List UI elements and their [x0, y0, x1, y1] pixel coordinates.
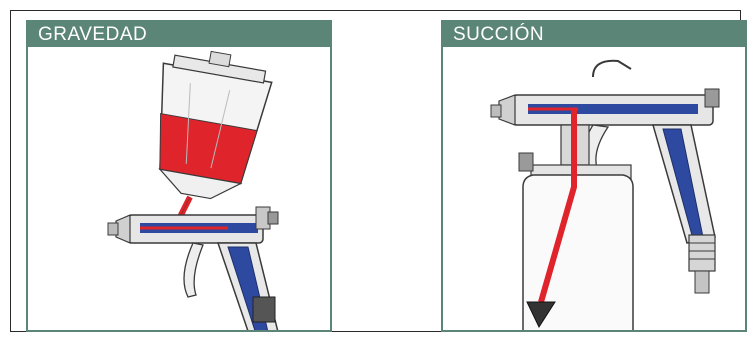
- suction-panel-title: SUCCIÓN: [443, 22, 745, 47]
- suction-spray-gun-icon: [443, 47, 745, 330]
- gravity-spray-gun-icon: [28, 47, 330, 330]
- suction-panel: SUCCIÓN: [441, 20, 747, 332]
- gravity-panel-title: GRAVEDAD: [28, 22, 330, 47]
- gravity-panel: GRAVEDAD: [26, 20, 332, 332]
